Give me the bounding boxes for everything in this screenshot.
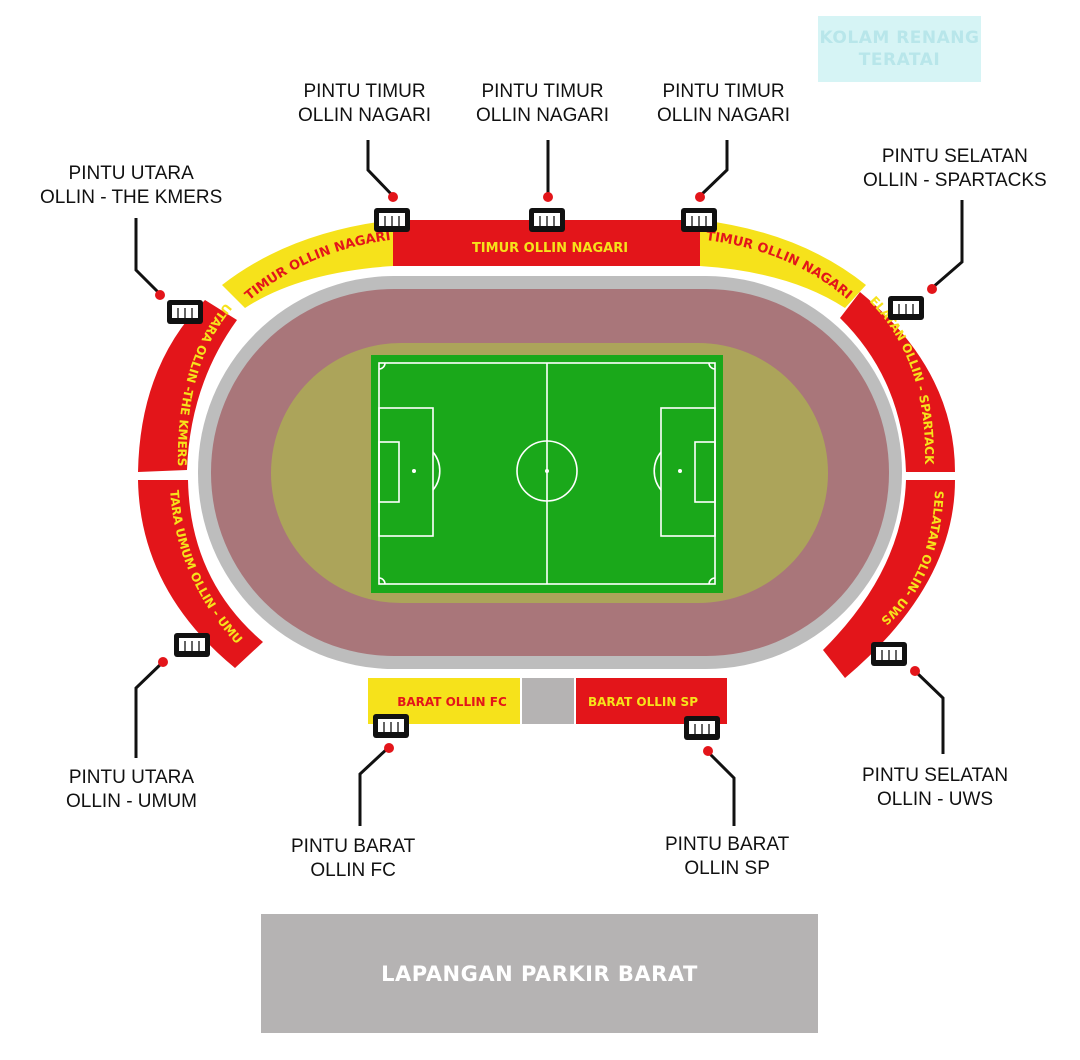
stand-east-right[interactable]	[700, 220, 866, 308]
gate-icon[interactable]	[374, 208, 410, 232]
stand-south-lower[interactable]	[823, 480, 955, 678]
gate-markers	[155, 192, 937, 756]
gate-icon[interactable]	[529, 208, 565, 232]
pool-label-line2: TERATAI	[858, 50, 941, 70]
marker-dot	[543, 192, 553, 202]
west-gap	[522, 678, 574, 724]
stand-north-upper[interactable]	[138, 300, 237, 472]
pool-landmark: KOLAM RENANG TERATAI	[818, 16, 981, 82]
stand-label-west-fc: BARAT OLLIN FC	[397, 695, 507, 709]
marker-dot	[695, 192, 705, 202]
parking-landmark: LAPANGAN PARKIR BARAT	[261, 914, 818, 1033]
stands	[138, 220, 955, 724]
marker-dot	[158, 657, 168, 667]
gate-icon[interactable]	[684, 716, 720, 740]
gate-icon[interactable]	[373, 714, 409, 738]
stand-east-left[interactable]	[222, 220, 393, 308]
gate-icons	[167, 208, 924, 740]
pitch-markings	[378, 362, 716, 585]
marker-dot	[927, 284, 937, 294]
stand-north-lower[interactable]	[138, 480, 263, 668]
leader-lines	[134, 140, 964, 826]
parking-label: LAPANGAN PARKIR BARAT	[381, 961, 698, 986]
gate-icon[interactable]	[871, 642, 907, 666]
stand-south-upper[interactable]	[840, 292, 955, 472]
stadium-bowl	[198, 276, 902, 669]
marker-dot	[910, 666, 920, 676]
gate-icon[interactable]	[167, 300, 203, 324]
marker-dot	[388, 192, 398, 202]
stand-label-west-sp: BARAT OLLIN SP	[588, 695, 698, 709]
gate-icon[interactable]	[174, 633, 210, 657]
pool-label-line1: KOLAM RENANG	[819, 28, 980, 48]
gate-icon[interactable]	[888, 296, 924, 320]
marker-dot	[155, 290, 165, 300]
gate-icon[interactable]	[681, 208, 717, 232]
marker-dot	[703, 746, 713, 756]
stand-label-east-center: TIMUR OLLIN NAGARI	[472, 241, 628, 256]
marker-dot	[384, 743, 394, 753]
